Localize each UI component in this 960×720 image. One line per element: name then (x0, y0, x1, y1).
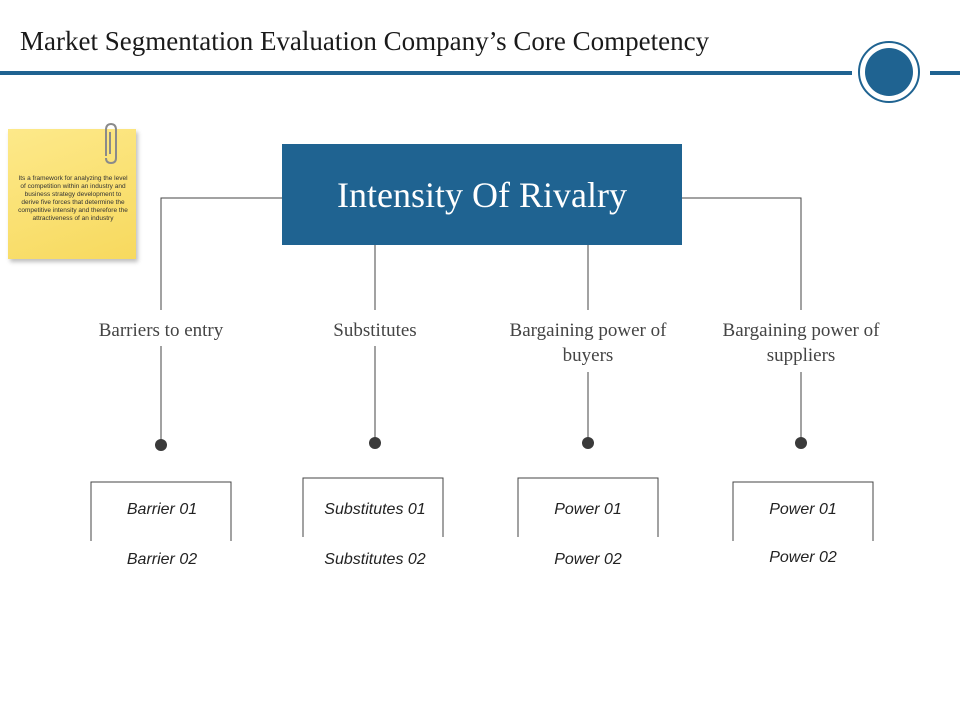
header-rule-end (930, 71, 960, 75)
header-rule (0, 71, 852, 75)
paperclip-icon (105, 122, 117, 165)
sticky-note-text: Its a framework for analyzing the level … (18, 175, 128, 222)
center-label: Intensity Of Rivalry (337, 174, 627, 215)
category-suppliers-label: Bargaining power of suppliers (722, 320, 880, 366)
center-box: Intensity Of Rivalry (282, 144, 682, 245)
category-barriers-label: Barriers to entry (98, 320, 224, 341)
substitutes-item-2: Substitutes 02 (324, 551, 426, 568)
category-substitutes-label: Substitutes (333, 320, 417, 341)
buyers-item-1: Power 01 (554, 501, 622, 518)
buyers-item-2: Power 02 (554, 551, 622, 568)
barrier-item-1: Barrier 01 (126, 501, 198, 518)
page-title: Market Segmentation Evaluation Company’s… (20, 26, 710, 56)
suppliers-item-1: Power 01 (769, 501, 837, 518)
category-buyers-label: Bargaining power of buyers (509, 320, 667, 366)
barrier-item-2: Barrier 02 (126, 551, 198, 568)
sticky-note: Its a framework for analyzing the level … (8, 129, 136, 259)
header-circle-icon (858, 41, 920, 103)
substitutes-item-1: Substitutes 01 (324, 501, 426, 518)
suppliers-item-2: Power 02 (769, 549, 837, 566)
